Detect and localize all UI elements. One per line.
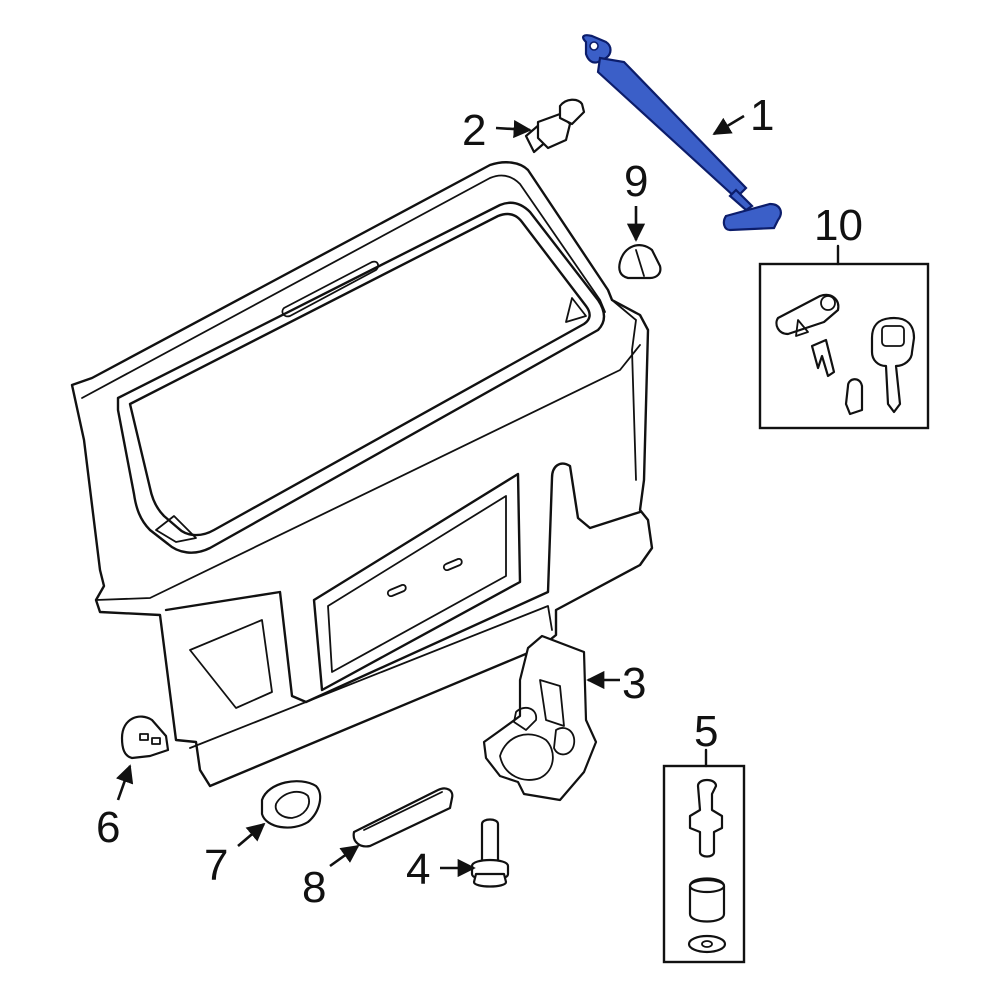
liftgate-right-side	[611, 299, 637, 481]
license-plate-inner	[327, 495, 507, 673]
callout-2: 2	[462, 106, 486, 155]
license-plate-area	[312, 472, 522, 692]
liftgate-bottom-edge	[189, 605, 553, 749]
license-plate-recess-inner	[189, 619, 273, 709]
release-handle[interactable]	[260, 780, 322, 829]
moulding-body	[352, 787, 454, 848]
striker-bushing-top	[688, 878, 726, 894]
rear-window-glass	[128, 212, 591, 537]
liftgate-switch[interactable]	[120, 715, 170, 760]
lock-cylinder	[775, 293, 840, 336]
emblem-slot-left	[386, 583, 407, 598]
liftgate-shoulder-line	[95, 344, 641, 601]
arrow-1	[712, 114, 745, 136]
switch-contact-b	[151, 737, 161, 745]
arrow-8	[329, 844, 360, 868]
callout-6: 6	[96, 803, 120, 852]
moulding-lens	[363, 791, 443, 831]
latch-bracket	[482, 634, 598, 802]
glass-corner-vent-right	[565, 297, 587, 323]
glass-corner-vent-left	[155, 515, 197, 543]
lock-small-clip	[844, 378, 864, 416]
license-lamp-moulding[interactable]	[352, 787, 454, 848]
cap-bumper[interactable]	[618, 244, 662, 280]
switch-body	[120, 715, 170, 760]
strut-lower-bracket	[722, 202, 782, 232]
liftgate-panel	[70, 161, 654, 788]
handle-button	[274, 790, 310, 819]
lock-retainer-clip	[810, 338, 836, 378]
lock-cylinder-face	[820, 295, 836, 311]
high-mount-stop-lamp	[281, 260, 379, 318]
latch-actuator	[553, 727, 576, 756]
striker-washer	[687, 934, 727, 954]
arrow-7	[237, 822, 266, 847]
bolt-head	[472, 872, 508, 888]
strut-eyelet-hole	[589, 41, 599, 51]
bolt-shank	[480, 818, 500, 864]
callout-9: 9	[624, 157, 648, 206]
callout-labels: 1 2 3 4 5 6 7 8 9 10	[96, 91, 863, 912]
arrow-2	[495, 119, 532, 139]
cap-edge	[635, 249, 645, 277]
kit-box	[758, 262, 930, 430]
callout-5: 5	[694, 707, 718, 756]
callout-8: 8	[302, 863, 326, 912]
latch-mechanism	[499, 733, 554, 781]
striker-washer-hole	[701, 940, 713, 948]
bumper-head	[558, 98, 586, 126]
striker-pin	[688, 778, 724, 858]
rear-window-frame	[116, 201, 606, 554]
key-head-insert	[881, 325, 905, 347]
callout-7: 7	[204, 841, 228, 890]
callout-10: 10	[814, 201, 863, 250]
liftgate-upper-rim	[81, 174, 606, 399]
lift-support-strut[interactable]	[582, 34, 782, 232]
callout-3: 3	[622, 659, 646, 708]
striker-kit[interactable]	[662, 748, 746, 964]
callout-4: 4	[406, 845, 430, 894]
lock-cylinder-tab	[795, 319, 809, 337]
key	[870, 316, 916, 414]
callout-1: 1	[750, 91, 774, 140]
strut-cylinder	[596, 56, 748, 200]
lock-cylinder-kit[interactable]	[758, 244, 930, 430]
liftgate-outline	[70, 161, 654, 788]
switch-contact-a	[139, 733, 149, 741]
arrow-6	[115, 764, 134, 801]
emblem-slot-right	[442, 557, 463, 572]
stop-bumper[interactable]	[524, 98, 586, 154]
callout-arrows	[115, 114, 745, 878]
latch-plate-slot	[539, 679, 565, 727]
liftgate-latch[interactable]	[482, 634, 598, 802]
handle-housing	[260, 780, 322, 829]
latch-hook	[513, 706, 537, 731]
bolt[interactable]	[470, 818, 510, 888]
striker-kit-box	[662, 764, 746, 964]
